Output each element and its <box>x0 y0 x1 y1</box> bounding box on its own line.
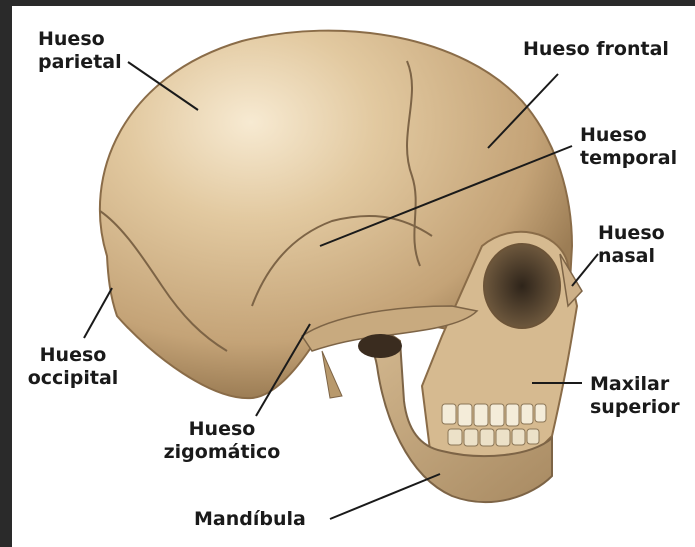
upper-teeth <box>442 404 546 426</box>
leader-nasal <box>572 254 598 286</box>
leader-mandibula <box>330 474 440 519</box>
label-mandibula: Mandíbula <box>194 508 306 531</box>
skull-illustration <box>12 6 695 547</box>
label-hueso-frontal: Hueso frontal <box>523 38 669 61</box>
ear-opening <box>358 334 402 358</box>
mastoid-process <box>322 351 342 398</box>
orbit <box>484 244 560 328</box>
leader-occipital <box>84 288 112 338</box>
